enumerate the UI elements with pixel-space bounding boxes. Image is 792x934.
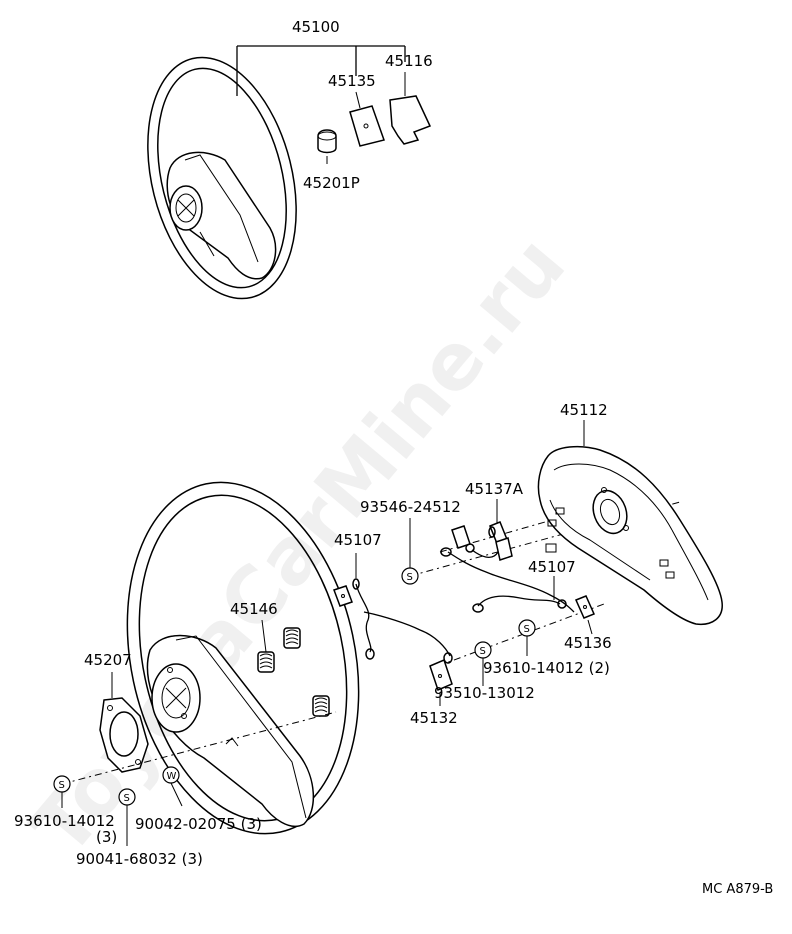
label-45136: 45136 [564, 634, 612, 652]
label-93546: 93546-24512 [360, 498, 461, 516]
axis-line-right [437, 603, 605, 667]
svg-text:S: S [407, 572, 413, 583]
part-45201p [317, 129, 337, 154]
label-45107-left: 45107 [334, 531, 382, 549]
symbol-s-90041: S [118, 788, 136, 806]
part-45146-springs [257, 627, 330, 717]
label-45135: 45135 [328, 72, 376, 90]
label-90041: 90041-68032 (3) [76, 850, 203, 868]
part-45136 [574, 595, 596, 619]
label-90042: 90042-02075 (3) [135, 815, 262, 833]
part-45135 [349, 105, 385, 147]
label-45137a: 45137A [465, 480, 524, 498]
svg-text:S: S [59, 780, 65, 791]
symbol-s-93610b: S [518, 619, 536, 637]
symbol-s-93546: S [401, 567, 419, 585]
label-45107-right: 45107 [528, 558, 576, 576]
label-45112: 45112 [560, 401, 608, 419]
symbol-w-90042: W [162, 766, 180, 784]
svg-text:S: S [524, 624, 530, 635]
svg-text:S: S [124, 793, 130, 804]
part-45107-right-wire [472, 595, 567, 613]
diagram-code: MC A879-B [702, 882, 773, 897]
leader-45135 [355, 91, 361, 109]
part-45116 [389, 95, 432, 145]
symbol-s-93510: S [474, 641, 492, 659]
symbol-s-93610a: S [53, 775, 71, 793]
label-45207: 45207 [84, 651, 132, 669]
label-93610a: 93610-14012 [14, 812, 115, 830]
svg-text:W: W [167, 771, 177, 782]
upper-steering-wheel [147, 56, 297, 300]
label-45116: 45116 [385, 52, 433, 70]
axis-line-lower [61, 711, 337, 785]
label-45146: 45146 [230, 600, 278, 618]
label-45132: 45132 [410, 709, 458, 727]
part-45207-plate [99, 697, 149, 773]
label-45201p: 45201P [303, 174, 360, 192]
leader-45146 [261, 619, 267, 653]
lower-steering-wheel [126, 481, 360, 835]
label-45100: 45100 [292, 18, 340, 36]
part-45112-pad [537, 445, 723, 626]
label-93610a-qty: (3) [96, 828, 117, 846]
svg-text:S: S [480, 646, 486, 657]
label-93610b: 93610-14012 (2) [483, 659, 610, 677]
leader-45100 [236, 45, 406, 96]
label-93510: 93510-13012 [434, 684, 535, 702]
part-45107-left-wire [333, 578, 453, 664]
